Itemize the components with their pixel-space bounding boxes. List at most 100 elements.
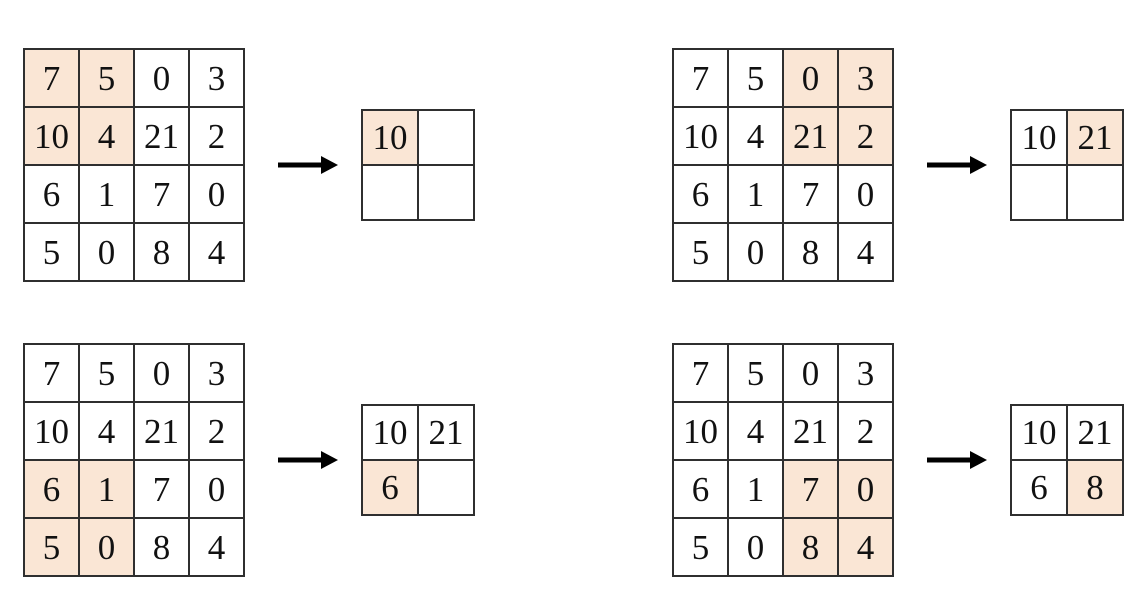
input-step3-cell-2-2: 7 xyxy=(133,459,190,519)
input-step2-cell-2-0: 6 xyxy=(672,164,729,224)
input-step2-cell-1-1: 4 xyxy=(727,106,784,166)
input-step1-cell-1-2: 21 xyxy=(133,106,190,166)
output-step1-cell-1-0 xyxy=(361,164,419,221)
input-step1-cell-1-3: 2 xyxy=(188,106,245,166)
input-step4-cell-3-0: 5 xyxy=(672,517,729,577)
input-step1-cell-0-1: 5 xyxy=(78,48,135,108)
output-step4-cell-0-0: 10 xyxy=(1010,404,1068,461)
input-step1-cell-1-1: 4 xyxy=(78,106,135,166)
output-step1-cell-0-1 xyxy=(417,109,475,166)
input-step3-cell-0-0: 7 xyxy=(23,343,80,403)
input-step2-cell-3-2: 8 xyxy=(782,222,839,282)
output-step3-cell-0-1: 21 xyxy=(417,404,475,461)
input-step2-cell-3-1: 0 xyxy=(727,222,784,282)
input-step1-cell-2-0: 6 xyxy=(23,164,80,224)
input-step4-cell-1-2: 21 xyxy=(782,401,839,461)
input-step2-cell-0-0: 7 xyxy=(672,48,729,108)
output-step2-cell-1-0 xyxy=(1010,164,1068,221)
output-step2-cell-0-0: 10 xyxy=(1010,109,1068,166)
input-step2-cell-3-3: 4 xyxy=(837,222,894,282)
input-step2-cell-1-2: 21 xyxy=(782,106,839,166)
arrow-right-icon xyxy=(927,156,987,174)
output-step3-cell-1-0: 6 xyxy=(361,459,419,516)
input-step4-cell-0-2: 0 xyxy=(782,343,839,403)
output-step4-cell-1-0: 6 xyxy=(1010,459,1068,516)
output-step2-cell-1-1 xyxy=(1066,164,1124,221)
output-step4-cell-1-1: 8 xyxy=(1066,459,1124,516)
input-step2-cell-2-1: 1 xyxy=(727,164,784,224)
input-step4-cell-1-3: 2 xyxy=(837,401,894,461)
output-step3-cell-1-1 xyxy=(417,459,475,516)
arrow-right-icon xyxy=(278,156,338,174)
input-step3-cell-0-1: 5 xyxy=(78,343,135,403)
input-step3-cell-3-0: 5 xyxy=(23,517,80,577)
input-step2-cell-0-3: 3 xyxy=(837,48,894,108)
input-step1-cell-3-0: 5 xyxy=(23,222,80,282)
input-step4-cell-1-0: 10 xyxy=(672,401,729,461)
input-step4-cell-2-0: 6 xyxy=(672,459,729,519)
input-step2-cell-0-1: 5 xyxy=(727,48,784,108)
input-step4-cell-0-3: 3 xyxy=(837,343,894,403)
input-step1-cell-0-2: 0 xyxy=(133,48,190,108)
input-step4-cell-2-3: 0 xyxy=(837,459,894,519)
input-step4-cell-3-1: 0 xyxy=(727,517,784,577)
input-step2-cell-0-2: 0 xyxy=(782,48,839,108)
input-step2-cell-3-0: 5 xyxy=(672,222,729,282)
input-step4-cell-1-1: 4 xyxy=(727,401,784,461)
input-step3-cell-2-1: 1 xyxy=(78,459,135,519)
arrow-right-icon xyxy=(278,451,338,469)
input-step3-cell-1-2: 21 xyxy=(133,401,190,461)
input-step4-cell-0-0: 7 xyxy=(672,343,729,403)
input-step3-cell-0-2: 0 xyxy=(133,343,190,403)
input-step3-cell-3-2: 8 xyxy=(133,517,190,577)
arrow-right-icon xyxy=(927,451,987,469)
input-step3-cell-0-3: 3 xyxy=(188,343,245,403)
input-step4-cell-3-3: 4 xyxy=(837,517,894,577)
input-step2-cell-1-0: 10 xyxy=(672,106,729,166)
input-step4-cell-3-2: 8 xyxy=(782,517,839,577)
input-step1-cell-1-0: 10 xyxy=(23,106,80,166)
input-step1-cell-2-1: 1 xyxy=(78,164,135,224)
output-step3-row-1: 6 xyxy=(361,459,475,516)
output-step1-row-0: 10 xyxy=(361,109,475,166)
input-step1-cell-2-3: 0 xyxy=(188,164,245,224)
input-step2-cell-2-2: 7 xyxy=(782,164,839,224)
output-step1-row-1 xyxy=(361,164,475,221)
output-step1-cell-1-1 xyxy=(417,164,475,221)
input-step3-cell-1-3: 2 xyxy=(188,401,245,461)
input-step4-cell-2-2: 7 xyxy=(782,459,839,519)
input-step1-cell-2-2: 7 xyxy=(133,164,190,224)
output-step2-row-1 xyxy=(1010,164,1124,221)
input-step3-cell-2-0: 6 xyxy=(23,459,80,519)
input-step3-cell-2-3: 0 xyxy=(188,459,245,519)
output-step2-cell-0-1: 21 xyxy=(1066,109,1124,166)
input-step1-cell-0-0: 7 xyxy=(23,48,80,108)
input-step3-cell-3-3: 4 xyxy=(188,517,245,577)
